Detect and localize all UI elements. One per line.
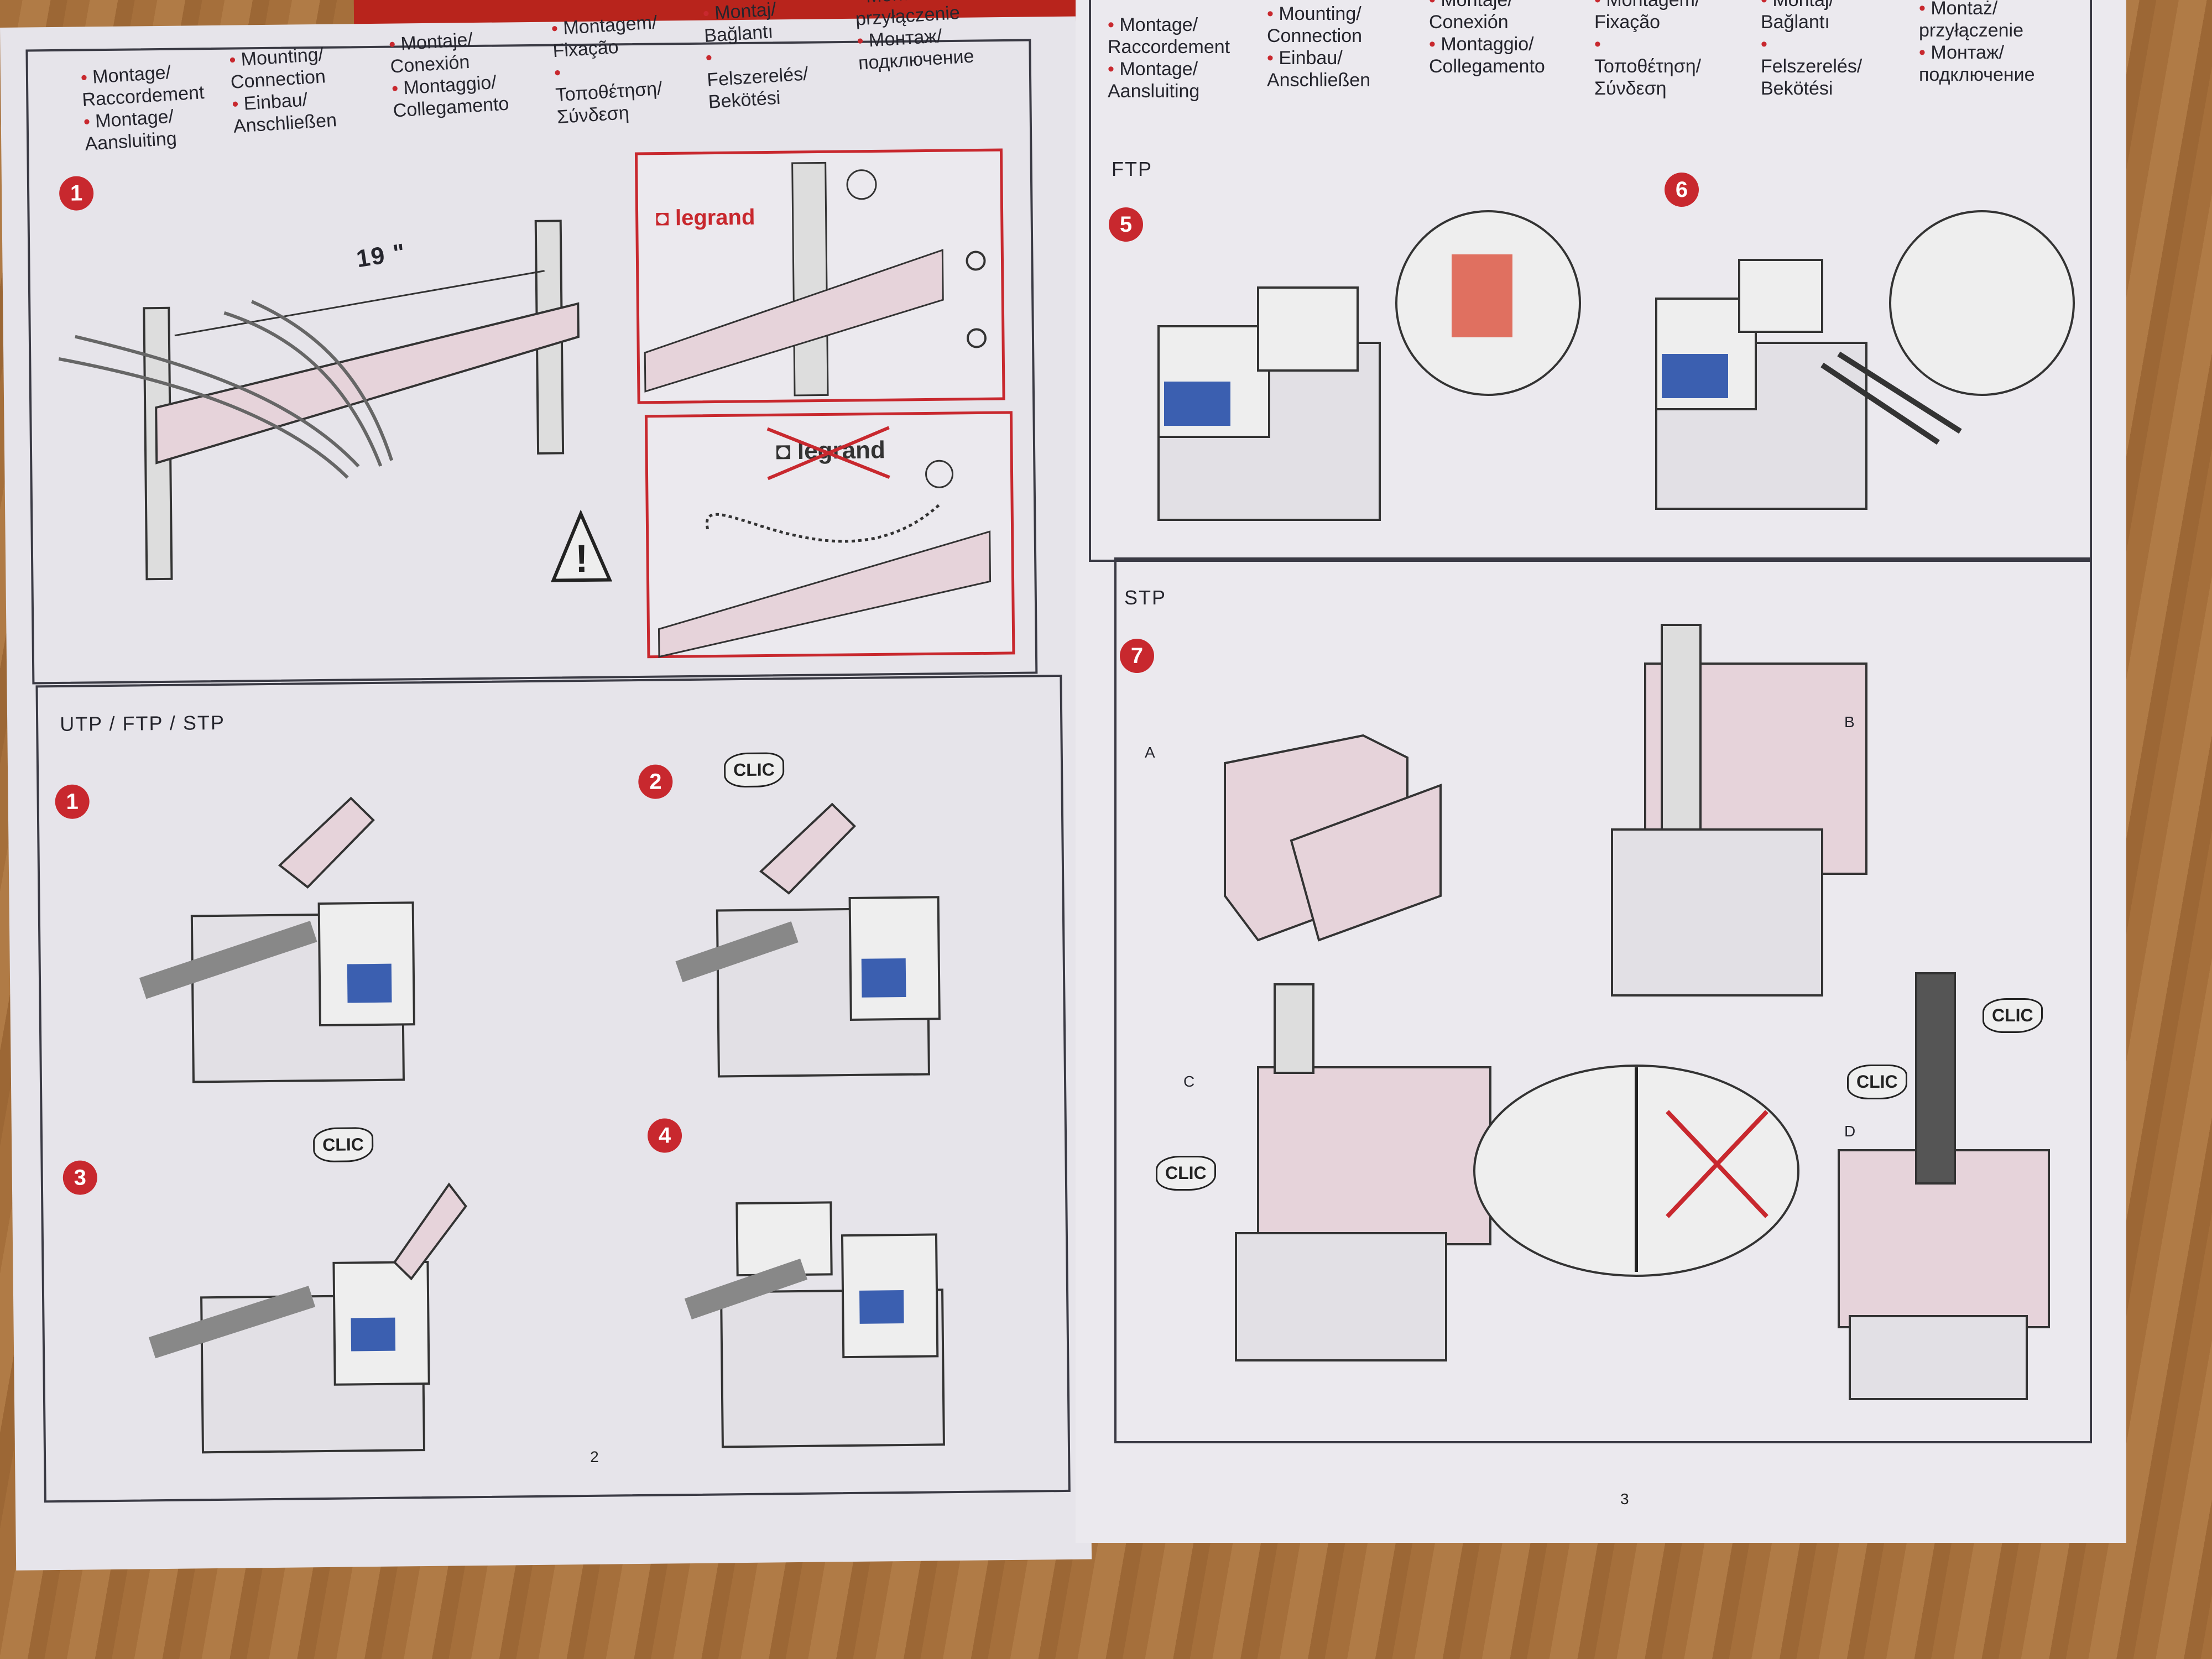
clic-label: CLIC (1983, 998, 2043, 1033)
header-col-pt-gr: Montagem/FixaçãoΤοποθέτηση/Σύνδεση (1594, 0, 1701, 100)
page-number: 3 (1620, 1490, 1629, 1507)
callout-d: D (1844, 1123, 1857, 1140)
header-text: Aansluiting (1108, 81, 1200, 102)
step-badge: 7 (1120, 639, 1154, 673)
header-col-en-de: Mounting/ConnectionEinbau/Anschließen (1267, 3, 1370, 91)
right-page: Montage/RaccordementMontage/Aansluiting … (1076, 0, 2126, 1543)
legrand-inset-correct (634, 148, 1005, 404)
page-number: 2 (589, 1448, 599, 1465)
header-text: Connection (1267, 25, 1363, 46)
header-text: Монтаж/ (1919, 41, 2035, 64)
header-col-es-it: Montaje/ConexiónMontaggio/Collegamento (1429, 0, 1545, 77)
header-text: Montaż/ (1919, 0, 2035, 19)
header-col-tr-hu: Montaj/BağlantıFelszerelés/Bekötési (1761, 0, 1862, 100)
section-label-stp: STP (1124, 586, 1167, 609)
ftp-module-step6 (1655, 210, 2075, 510)
header-text: Felszerelés/ (1761, 33, 1862, 77)
header-text: Mounting/ (1267, 3, 1370, 25)
step-badge: 1 (59, 176, 94, 211)
header-text: Bekötési (1761, 78, 1833, 99)
clic-label: CLIC (1156, 1156, 1216, 1191)
warning-icon: ! (551, 509, 613, 582)
stp-panel-box (1114, 557, 2092, 1443)
header-text: Τοποθέτηση/ (1594, 33, 1701, 77)
section-label-ftp: FTP (1112, 158, 1152, 180)
step-badge: 6 (1665, 173, 1699, 207)
step-badge: 3 (62, 1160, 98, 1195)
header-text: Montaje/ (1429, 0, 1545, 11)
callout-c: C (1183, 1073, 1196, 1090)
header-text: подключение (1919, 64, 2035, 85)
ftp-module-step5 (1157, 210, 1581, 521)
header-text: Montage/ (1108, 14, 1230, 36)
header-text: Anschließen (1267, 70, 1371, 91)
keystone-module-step2 (675, 802, 941, 1078)
callout-a: A (1145, 744, 1156, 761)
header-text: Conexión (1429, 12, 1509, 33)
stp-shield-parts (1224, 624, 2050, 1400)
header-text: Montaj/ (1761, 0, 1862, 11)
header-text: Collegamento (1429, 56, 1545, 77)
section-label-utp: UTP / FTP / STP (59, 711, 226, 735)
legrand-inset-wrong: ◘ legrand (644, 411, 1015, 659)
header-text: Montage/ (1108, 58, 1230, 80)
callout-b: B (1844, 713, 1856, 731)
right-illustrations (1157, 210, 2075, 1400)
step-badge: 4 (647, 1118, 682, 1153)
header-text: Σύνδεση (1594, 78, 1667, 99)
keystone-module-step3 (148, 1182, 467, 1454)
header-col-pl-ru: Montaż/przyłączenieМонтаж/подключение (1919, 0, 2035, 86)
ftp-panel-box (1089, 0, 2092, 562)
keystone-module-step1 (139, 796, 415, 1083)
keystone-module-step4 (684, 1201, 945, 1448)
legrand-logo: ◘ legrand (655, 205, 755, 231)
header-text: Montaggio/ (1429, 33, 1545, 55)
step-badge: 1 (55, 784, 90, 820)
clic-label: CLIC (312, 1127, 374, 1163)
clic-label: CLIC (723, 752, 785, 788)
left-page: Montage/RaccordementMontage/Aansluiting … (0, 0, 1092, 1571)
step-badge: 2 (638, 764, 673, 799)
left-illustrations: ◘ legrand ◘ legrand ! (58, 148, 1015, 1454)
header-text: Montagem/ (1594, 0, 1701, 11)
rack-illustration (58, 220, 580, 581)
header-text: Raccordement (1108, 36, 1230, 58)
header-text: przyłączenie (1919, 20, 2023, 41)
svg-text:!: ! (575, 537, 588, 580)
header-col-fr-nl: Montage/RaccordementMontage/Aansluiting (1108, 14, 1230, 102)
header-text: Einbau/ (1267, 47, 1370, 69)
clic-label: CLIC (1847, 1065, 1907, 1099)
step-badge: 5 (1109, 207, 1143, 242)
header-text: Fixação (1594, 12, 1661, 33)
header-text: Bağlantı (1761, 12, 1830, 33)
